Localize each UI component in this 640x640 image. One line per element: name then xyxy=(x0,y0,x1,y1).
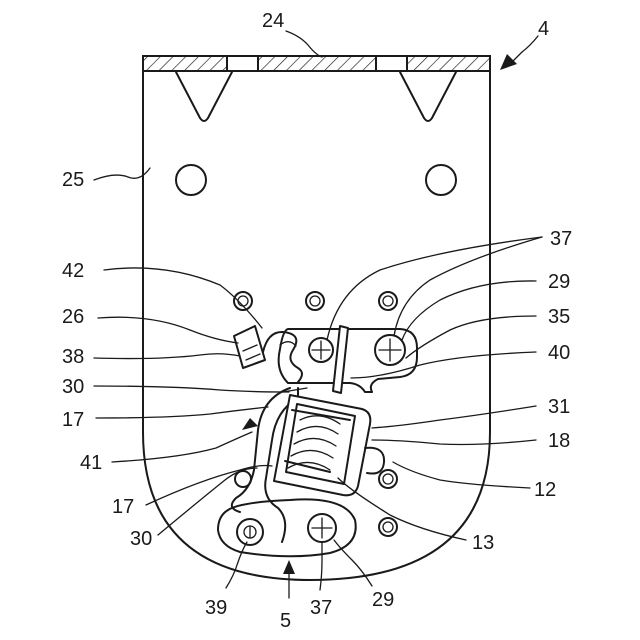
notch-left xyxy=(176,72,232,121)
notch-right xyxy=(400,72,456,121)
screw-upper-left xyxy=(309,338,333,362)
label-26: 26 xyxy=(62,306,84,328)
label-5: 5 xyxy=(280,610,291,632)
label-29-upper: 29 xyxy=(548,271,570,293)
label-18: 18 xyxy=(548,430,570,452)
label-31: 31 xyxy=(548,396,570,418)
label-4: 4 xyxy=(538,18,549,40)
arrow-4 xyxy=(500,36,538,70)
label-37-lower: 37 xyxy=(310,597,332,619)
hole-large-right xyxy=(426,165,456,195)
label-13: 13 xyxy=(472,532,494,554)
label-24: 24 xyxy=(262,10,284,32)
label-29-lower: 29 xyxy=(372,589,394,611)
hole-large-left xyxy=(176,165,206,195)
screw-lower-left xyxy=(237,519,263,545)
label-30-upper: 30 xyxy=(62,376,84,398)
label-12: 12 xyxy=(534,479,556,501)
arrow-41 xyxy=(242,418,258,430)
label-37-upper: 37 xyxy=(550,228,572,250)
label-38: 38 xyxy=(62,346,84,368)
label-39: 39 xyxy=(205,597,227,619)
label-40: 40 xyxy=(548,342,570,364)
label-17-upper: 17 xyxy=(62,409,84,431)
label-41: 41 xyxy=(80,452,102,474)
label-35: 35 xyxy=(548,306,570,328)
label-25: 25 xyxy=(62,169,84,191)
screw-lower-right xyxy=(308,514,336,542)
label-42: 42 xyxy=(62,260,84,282)
screw-upper-right xyxy=(375,335,405,365)
left-clip xyxy=(234,326,265,368)
label-30-lower: 30 xyxy=(130,528,152,550)
label-17-lower: 17 xyxy=(112,496,134,518)
top-hatched-strip xyxy=(143,56,490,71)
small-hole-row xyxy=(234,292,397,310)
